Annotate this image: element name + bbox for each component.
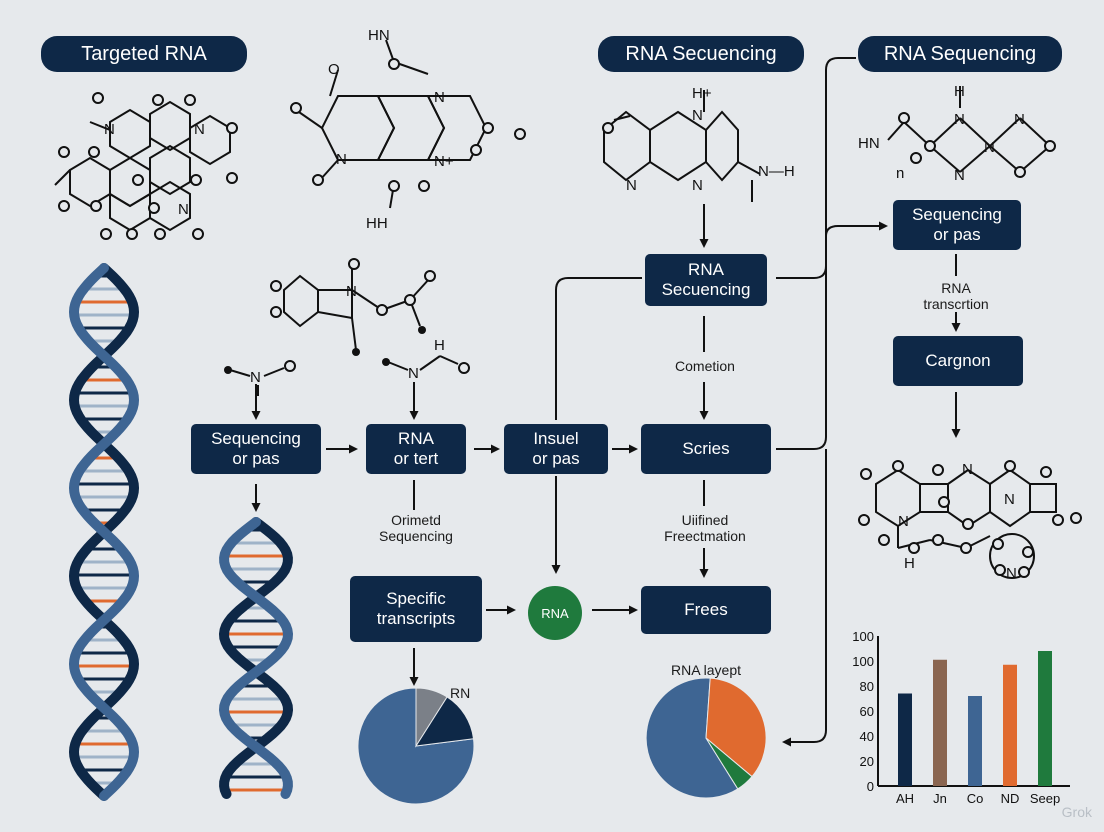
bar: [1003, 664, 1017, 786]
dna-helix-small: [218, 517, 294, 799]
atom-n: N: [692, 107, 703, 124]
x-tick-label: AH: [896, 791, 914, 806]
pie-slice: [415, 696, 475, 747]
x-tick-label: Seep: [1030, 791, 1060, 806]
atom-hh: HH: [366, 215, 388, 232]
x-tick-label: ND: [1001, 791, 1020, 806]
header-rna-secuencing: RNA Secuencing: [598, 36, 804, 72]
rna-circle: RNA: [528, 586, 582, 640]
pie-slice: [705, 677, 767, 778]
arrows: [251, 57, 961, 747]
atom-n: N: [408, 365, 419, 382]
dna-strand: [68, 263, 140, 801]
box-sequencing-or-pas: Sequencing or pas: [191, 424, 321, 474]
watermark: Grok: [1061, 804, 1092, 820]
x-tick-label: Co: [967, 791, 984, 806]
box-scries: Scries: [641, 424, 771, 474]
molecule-top-right-atoms: [898, 112, 1056, 178]
atom-n: N: [984, 139, 995, 156]
pie-chart-left: [357, 687, 475, 805]
atom-n: N: [1014, 111, 1025, 128]
y-tick-label: 80: [860, 679, 874, 694]
box-frees: Frees: [641, 586, 771, 634]
molecule-n-o-left: [229, 367, 285, 396]
molecule-mid-center-atoms: [270, 258, 436, 318]
molecule-top-left-atoms: [58, 92, 238, 240]
box-cargnon: Cargnon: [893, 336, 1023, 386]
atom-n: N: [178, 201, 189, 218]
molecule-bottom-right-atoms: [858, 460, 1082, 578]
label-rna-layept: RNA layept: [670, 662, 742, 678]
y-tick-label: 100: [852, 629, 874, 644]
box-sequencing-or-pas-right: Sequencing or pas: [893, 200, 1021, 250]
label-orimetd-sequencing: Orimetd Sequencing: [379, 512, 453, 544]
label-rna-transcrtion: RNA transcrtion: [923, 280, 989, 312]
box-insuel-or-pas: Insuel or pas: [504, 424, 608, 474]
label-rn: RN: [450, 685, 471, 701]
atom-n: N: [1004, 491, 1015, 508]
molecule-top-left: [54, 100, 231, 232]
pie-slice: [645, 677, 739, 799]
label-cometion: Cometion: [675, 358, 735, 374]
header-targeted-rna: Targeted RNA: [41, 36, 247, 72]
molecule-top-center: [295, 39, 488, 209]
x-tick-label: Jn: [933, 791, 947, 806]
atom-n: N: [954, 167, 965, 184]
bar: [968, 696, 982, 786]
atom-h-plus: H+: [692, 85, 712, 102]
bar: [1038, 651, 1052, 786]
atom-n-small: n: [896, 165, 904, 182]
atom-hn: HN: [858, 135, 880, 152]
y-tick-label: 20: [860, 754, 874, 769]
atom-h: H: [904, 555, 915, 572]
atom-n: N: [104, 121, 115, 138]
atom-n: N: [250, 369, 261, 386]
bar: [933, 659, 947, 786]
y-tick-label: 100: [852, 654, 874, 669]
atom-n: N: [962, 461, 973, 478]
atom-n: N: [626, 177, 637, 194]
atom-n: N: [954, 111, 965, 128]
box-specific-transcripts: Specific transcripts: [350, 576, 482, 642]
dna-strand: [218, 517, 294, 799]
molecule-top-right-center: [603, 90, 761, 202]
molecule-mid-center: [283, 268, 431, 351]
atom-h: H: [434, 337, 445, 354]
pie-slice: [705, 737, 753, 790]
atom-hn: HN: [368, 27, 390, 44]
molecule-top-center-atoms: [290, 58, 526, 192]
pie-chart-right: [645, 677, 767, 799]
atom-n-plus: N+: [434, 153, 454, 170]
atom-n: N: [692, 177, 703, 194]
molecule-n-h-mid: [387, 355, 459, 396]
atom-o: O: [328, 61, 340, 78]
atom-n: N: [898, 513, 909, 530]
y-tick-label: 40: [860, 729, 874, 744]
dna-helix-large: [68, 263, 140, 801]
atom-h: H: [954, 83, 965, 100]
bar: [898, 693, 912, 786]
label-uiifined-freectmation: Uiifined Freectmation: [664, 512, 746, 544]
box-rna-secuencing: RNA Secuencing: [645, 254, 767, 306]
y-tick-label: 0: [867, 779, 874, 794]
atom-n: N: [346, 283, 357, 300]
atom-n-h: N—H: [758, 163, 795, 180]
atom-n: N: [434, 89, 445, 106]
header-rna-sequencing: RNA Sequencing: [858, 36, 1062, 72]
box-rna-or-tert: RNA or tert: [366, 424, 466, 474]
atom-n: N: [194, 121, 205, 138]
atom-n: N: [1006, 565, 1017, 582]
molecule-top-right: [887, 86, 1051, 173]
atom-n: N: [336, 151, 347, 168]
y-tick-label: 60: [860, 704, 874, 719]
